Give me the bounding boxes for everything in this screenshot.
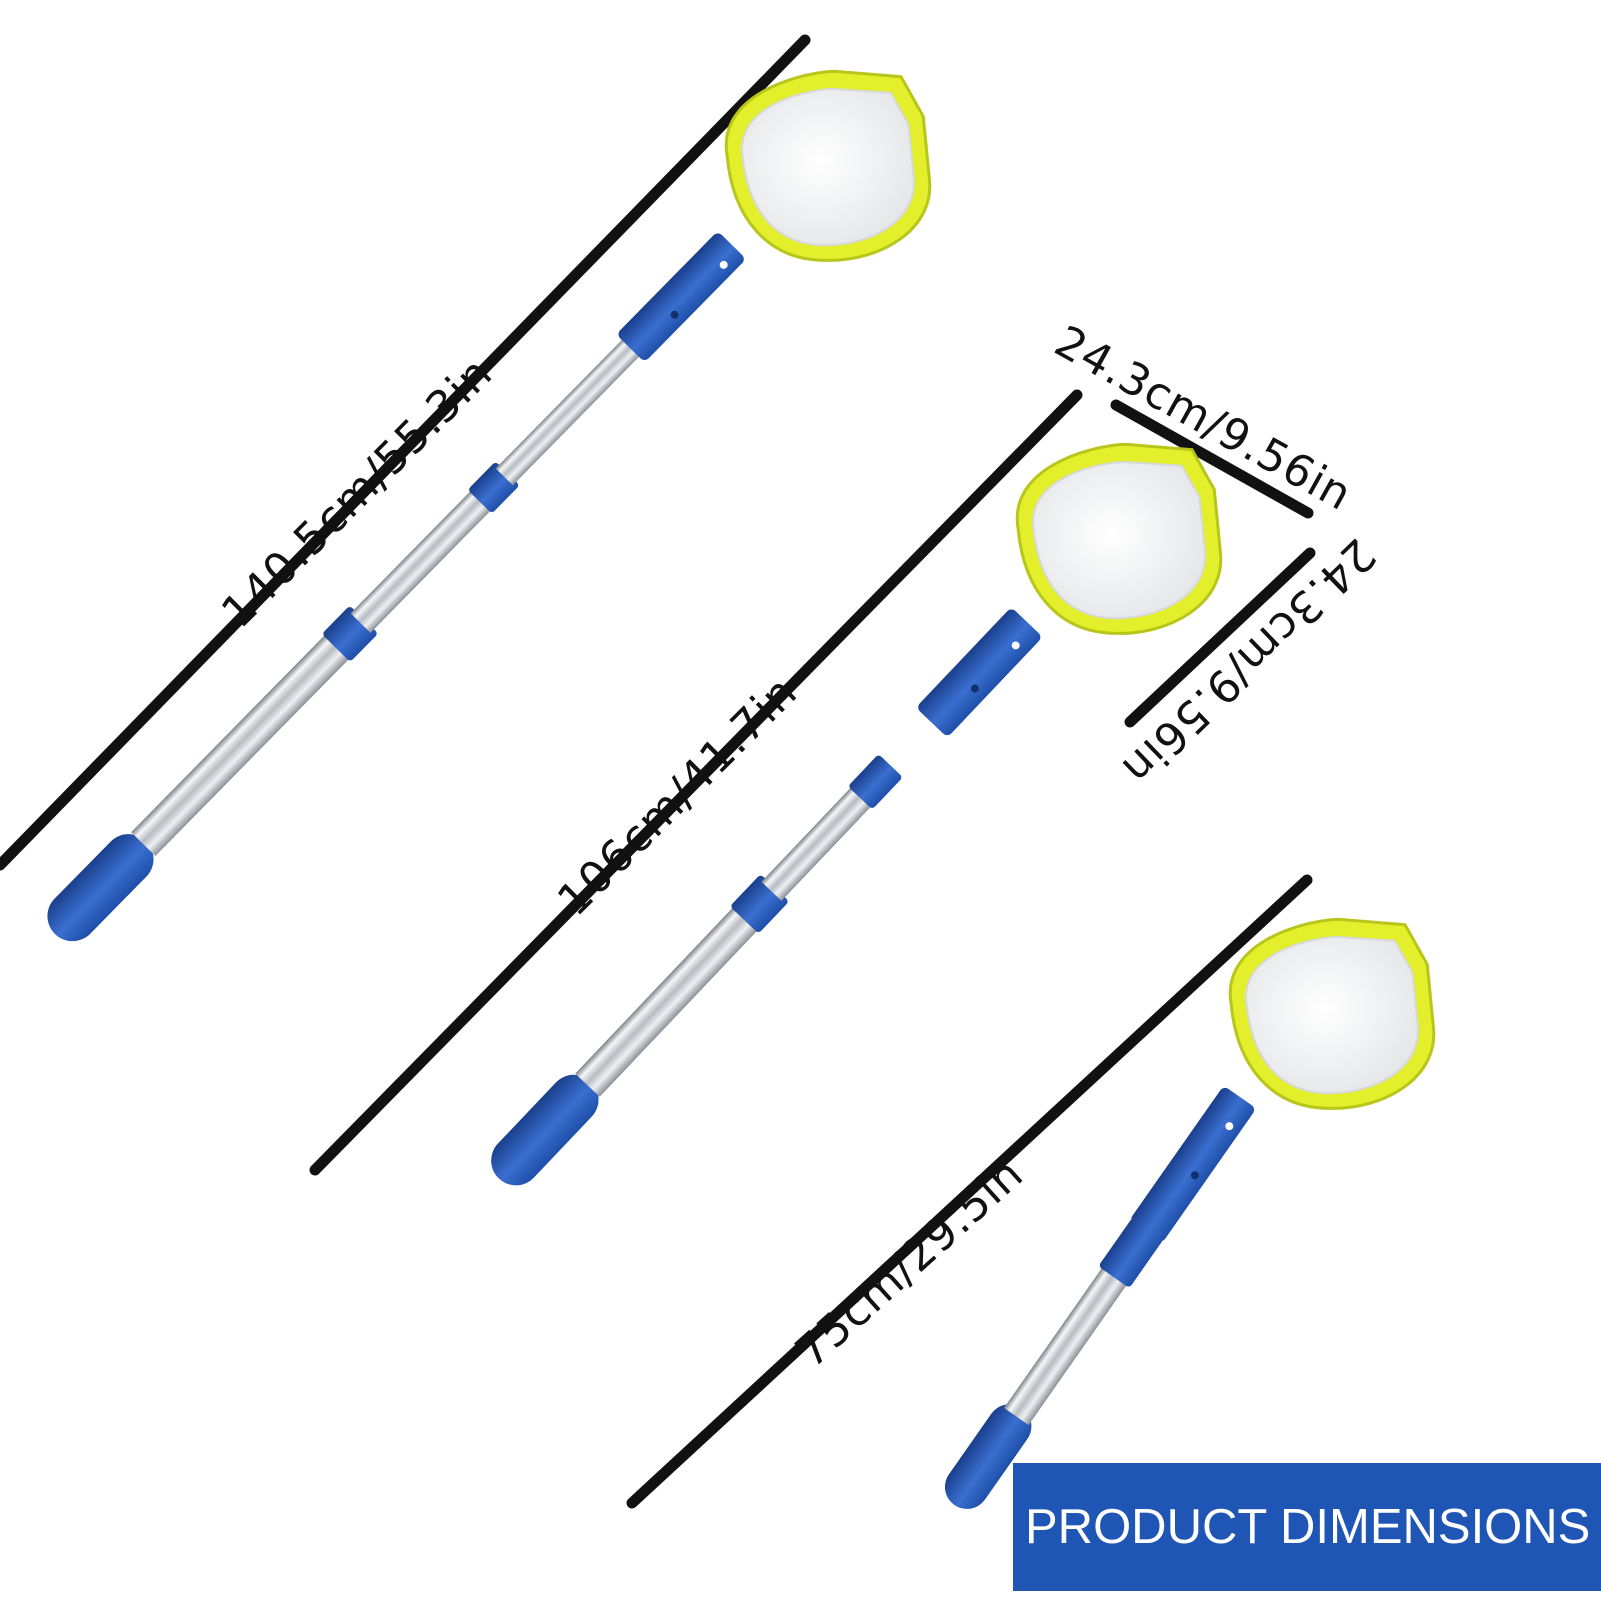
lock-button [1190, 1171, 1199, 1180]
pool-skimmer-long [47, 233, 744, 942]
pole-section [495, 336, 643, 486]
net-connector [1131, 1087, 1255, 1242]
pole-section [1004, 1252, 1138, 1426]
net-connector [918, 609, 1041, 736]
net-mesh [1245, 935, 1419, 1095]
dimension-line-medium [309, 389, 1083, 1176]
pool-skimmer-short [944, 1087, 1255, 1509]
handle-grip [491, 1074, 599, 1186]
dimension-line-head-height [1124, 547, 1316, 728]
pool-skimmer-medium [491, 609, 1041, 1186]
banner-label: PRODUCT DIMENSIONS [1025, 1500, 1591, 1554]
lock-button [1225, 1122, 1234, 1131]
lock-button [719, 260, 728, 269]
handle-grip [944, 1404, 1032, 1509]
net-head-long [724, 69, 932, 262]
pole-section [761, 777, 881, 901]
handle-grip [47, 834, 154, 942]
dimension-line-short [626, 874, 1313, 1509]
net-connector [618, 233, 744, 360]
product-dimensions-banner: PRODUCT DIMENSIONS [1013, 1463, 1601, 1591]
pole-section [131, 618, 366, 857]
lock-button [1011, 641, 1020, 650]
dimension-line-head-width [1110, 399, 1314, 519]
net-mesh [1032, 460, 1206, 620]
net-mesh [741, 87, 915, 247]
pole-section [350, 477, 504, 633]
net-head-medium [1015, 442, 1223, 635]
net-head-short [1228, 917, 1436, 1110]
lock-button [970, 684, 979, 693]
lock-button [670, 310, 679, 319]
pole-joint [849, 755, 902, 808]
dimension-line-long [0, 34, 811, 871]
pole-section [575, 890, 774, 1097]
pole-joint [1099, 1218, 1163, 1287]
